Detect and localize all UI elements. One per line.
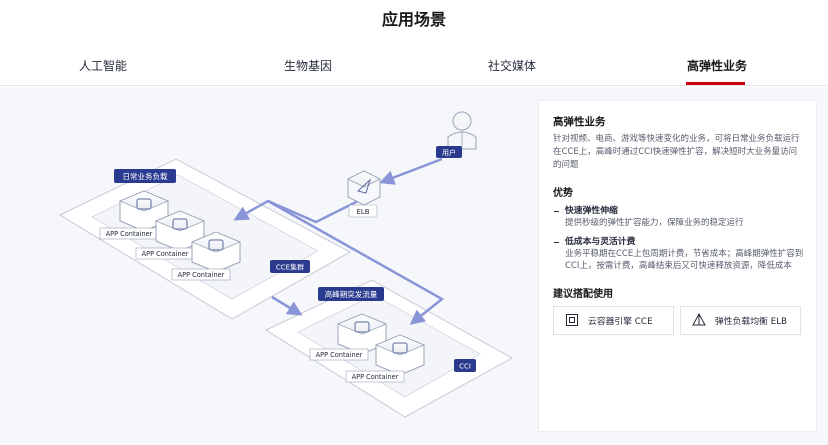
active-tab-indicator (686, 82, 745, 85)
elb-icon (347, 170, 381, 206)
elb-label-bg (348, 204, 378, 218)
recommend-heading: 建议搭配使用 (553, 288, 613, 300)
load-balancer-icon (692, 312, 706, 326)
advantages-heading: 优势 (553, 188, 573, 199)
cce-container-3 (190, 231, 242, 273)
user-label-bg (436, 146, 462, 158)
recommendation-list: 云容器引擎 CCE 弹性负载均衡 ELB (553, 305, 804, 335)
advantage-item: 低成本与灵活计费 业务平稳期在CCE上包周期计费，节省成本；高峰期弹性扩容到CC… (553, 236, 804, 273)
cci-container-2 (374, 334, 426, 376)
peak-traffic-label: 高峰期突发流量 (325, 289, 378, 299)
traffic-arrows (233, 157, 445, 325)
cci-container-2-label-bg (345, 370, 405, 383)
tab-ai[interactable]: 人工智能 (79, 59, 128, 73)
panel-title: 高弹性业务 (553, 116, 606, 128)
peak-traffic-label-bg (318, 287, 384, 301)
advantage-item: 快速弹性伸缩 提供秒级的弹性扩容能力，保障业务的稳定运行 (553, 205, 804, 230)
scenario-detail-panel: 高弹性业务 针对视频、电商、游戏等快速变化的业务，可将日常业务负载运行在CCE上… (538, 100, 817, 432)
scenario-tabs: 人工智能 生物基因 社交媒体 高弹性业务 (0, 48, 828, 86)
recommend-elb-button[interactable]: 弹性负载均衡 ELB (680, 305, 801, 335)
advantage-desc: 提供秒级的弹性扩容能力，保障业务的稳定运行 (565, 218, 744, 228)
advantage-desc: 业务平稳期在CCE上包周期计费，节省成本；高峰期弹性扩容到CCI上，按需计费，高… (565, 248, 804, 272)
advantage-title: 快速弹性伸缩 (553, 205, 804, 217)
user-icon (447, 111, 477, 150)
cce-container-2 (154, 210, 206, 252)
cci-label-bg (454, 359, 476, 372)
tab-genomics[interactable]: 生物基因 (284, 59, 333, 73)
cci-container-1-label: APP Container (316, 351, 363, 359)
elb-label: ELB (356, 208, 369, 216)
cce-container-2-label: APP Container (142, 250, 189, 258)
architecture-diagram: 用户 ELB 日常业务负载 APP Container APP Containe… (58, 111, 514, 418)
daily-load-label-bg (114, 169, 176, 183)
panel-description: 针对视频、电商、游戏等快速变化的业务，可将日常业务负载运行在CCE上，高峰时通过… (553, 134, 800, 170)
cce-container-3-label-bg (171, 268, 231, 281)
container-engine-icon (566, 314, 578, 326)
tab-social-media[interactable]: 社交媒体 (488, 59, 537, 73)
daily-load-label: 日常业务负载 (123, 171, 168, 181)
recommend-cce-button[interactable]: 云容器引擎 CCE (553, 305, 674, 335)
user-label: 用户 (442, 148, 456, 157)
cci-label: CCI (459, 363, 471, 371)
cci-container-1-label-bg (309, 348, 369, 361)
cce-container-3-label: APP Container (178, 271, 225, 279)
cci-container-2-label: APP Container (352, 373, 399, 381)
cce-container-1-label: APP Container (106, 230, 153, 238)
recommend-cce-label: 云容器引擎 CCE (588, 316, 653, 327)
tab-high-elasticity[interactable]: 高弹性业务 (687, 59, 748, 73)
cce-cluster-label: CCE集群 (276, 263, 304, 272)
page-title: 应用场景 (381, 10, 446, 29)
cci-container-1 (336, 313, 388, 355)
recommend-elb-label: 弹性负载均衡 ELB (715, 316, 788, 327)
advantage-title: 低成本与灵活计费 (553, 236, 804, 248)
cce-cluster-label-bg (270, 260, 310, 273)
